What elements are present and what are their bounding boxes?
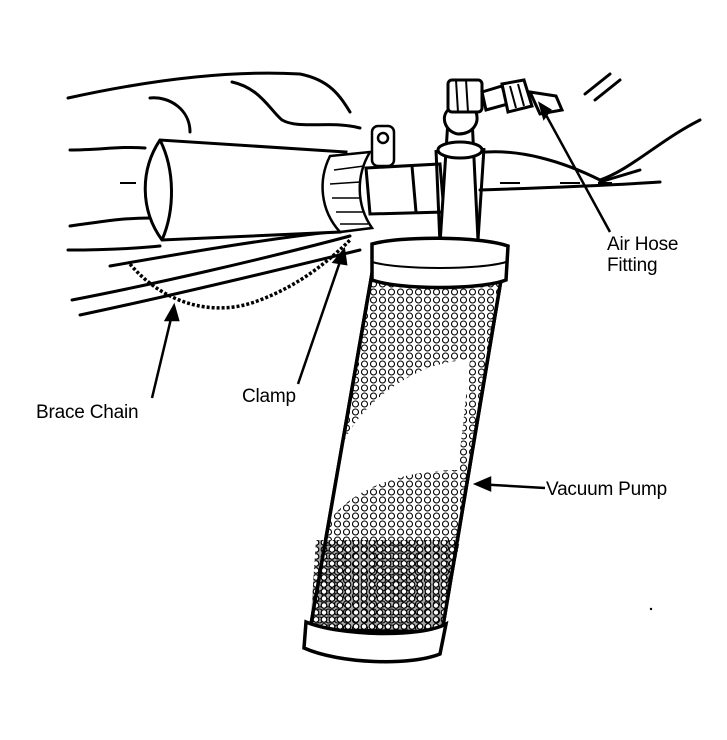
adapter (364, 162, 446, 216)
hose-clamp (321, 124, 396, 234)
brace-chain (128, 238, 352, 310)
label-brace-chain: Brace Chain (36, 402, 139, 423)
pump-cylinder (302, 236, 510, 664)
speck (649, 607, 653, 611)
tank-cone (143, 138, 348, 242)
label-air-hose-fitting-line1: Air Hose (607, 234, 679, 255)
label-air-hose-fitting: Air Hose Fitting (607, 234, 678, 276)
pump-shaft (434, 78, 486, 246)
label-clamp: Clamp (242, 386, 296, 407)
label-vacuum-pump: Vacuum Pump (546, 479, 668, 500)
label-air-hose-fitting-line2: Fitting (607, 255, 658, 276)
vehicle-structure (66, 71, 702, 317)
air-hose-fitting (480, 78, 565, 116)
leader-lines (150, 101, 612, 492)
